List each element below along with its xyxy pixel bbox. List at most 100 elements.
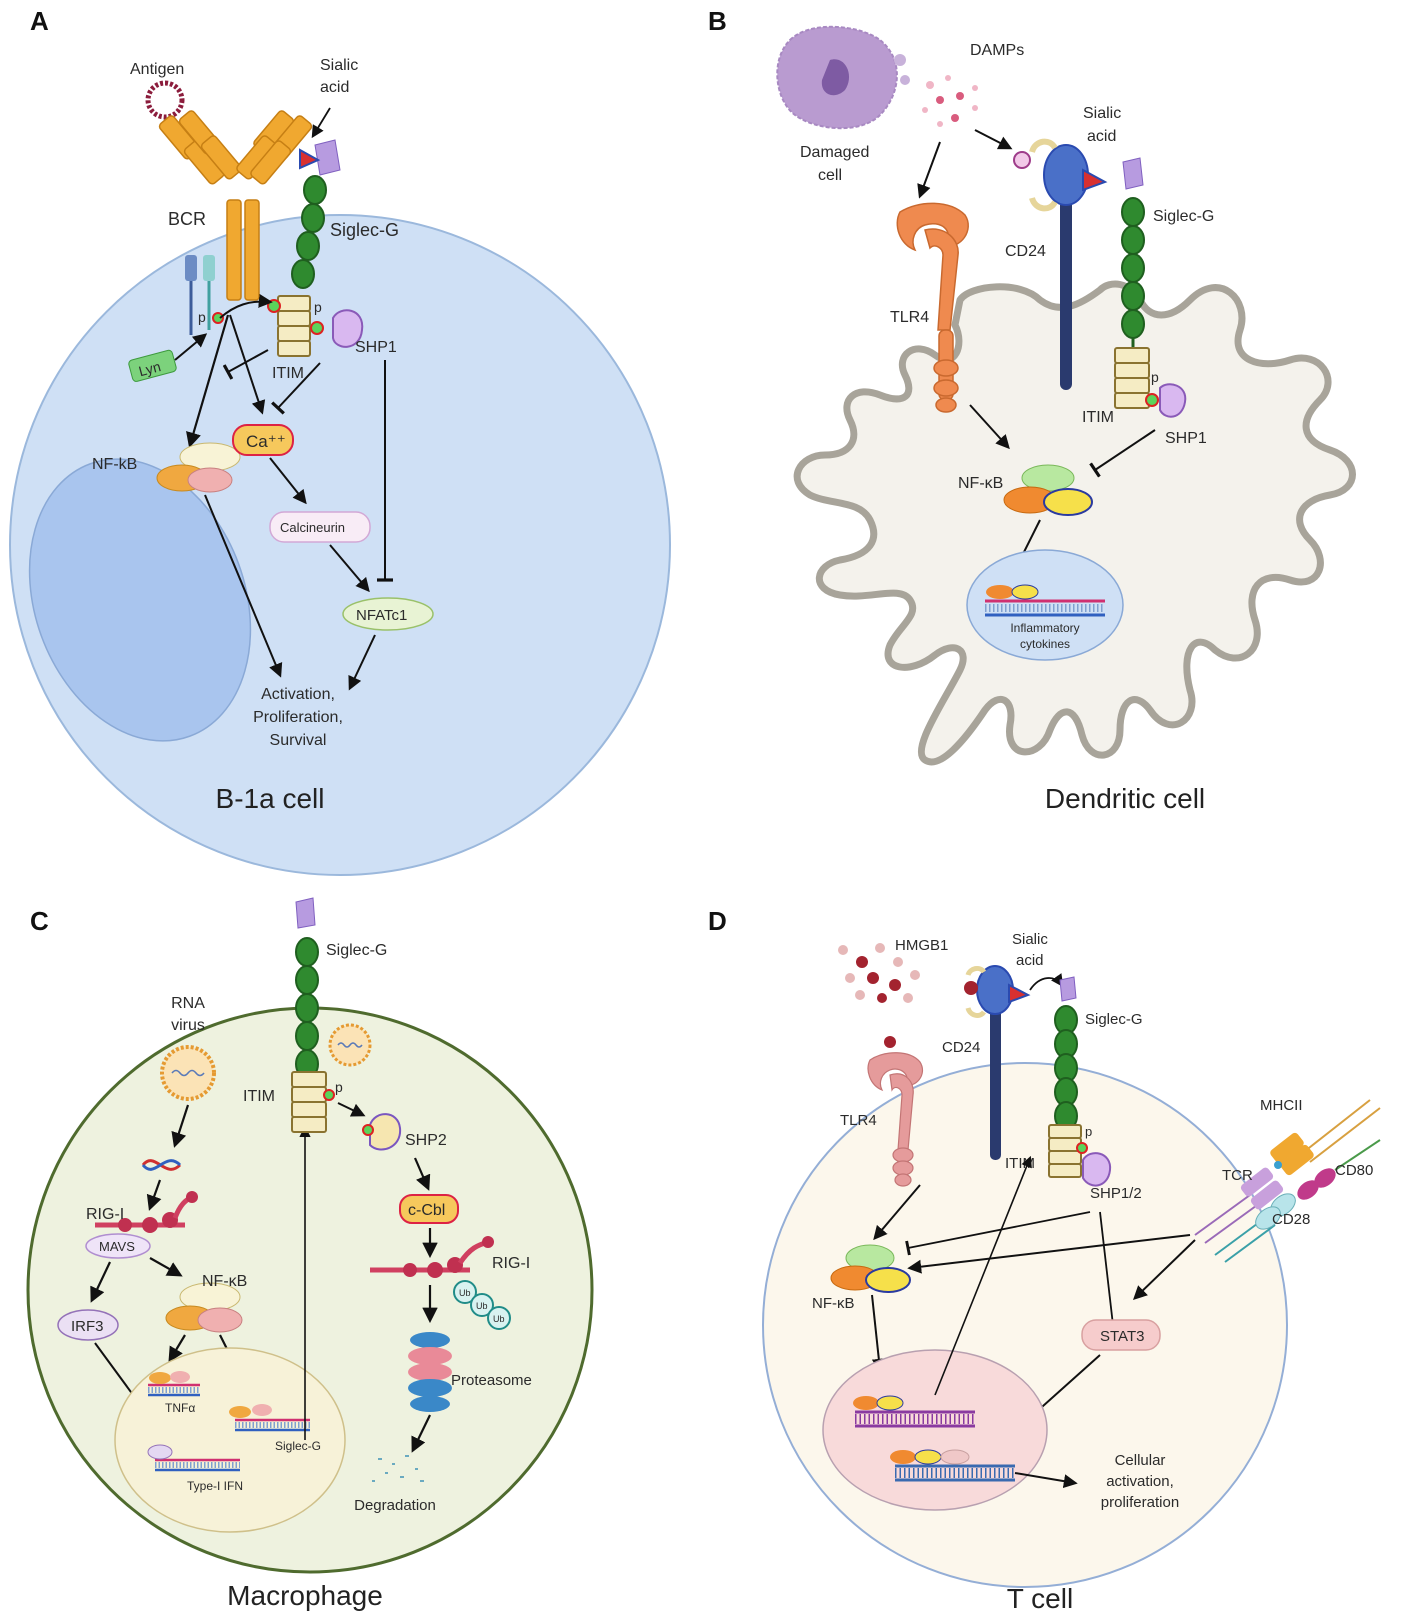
dendritic-cell-body bbox=[793, 280, 1356, 766]
arrow-p-to-itim bbox=[219, 293, 273, 319]
arrow-nfkb-to-outcome bbox=[204, 494, 283, 678]
cd80-label: CD80 bbox=[1335, 1162, 1373, 1179]
antigen-label: Antigen bbox=[130, 61, 184, 78]
shp1-phosphatase-icon-b bbox=[1159, 383, 1187, 418]
sialic-label-d2: acid bbox=[1016, 952, 1044, 969]
ca-label: Ca⁺⁺ bbox=[246, 432, 286, 451]
outcome-line-1-d: Cellular bbox=[1115, 1452, 1166, 1469]
siglec-g-receptor-icon-b bbox=[1121, 197, 1145, 348]
panel-c: C Siglec-G RNA virus bbox=[26, 897, 594, 1611]
nfkb-complex-icon-c bbox=[165, 1282, 243, 1333]
arrow-nucleus-to-itim bbox=[934, 1155, 1032, 1396]
phospho-icon bbox=[323, 1089, 335, 1101]
mavs-icon bbox=[85, 1233, 151, 1259]
calcium-icon bbox=[232, 424, 294, 456]
siglec-sialic-site-icon-b bbox=[1122, 157, 1144, 190]
caption-b1a-cell: B-1a cell bbox=[216, 783, 325, 814]
arrow-mavs-to-irf3 bbox=[90, 1261, 111, 1303]
arrow-sialic-a bbox=[311, 107, 331, 139]
phospho-icon bbox=[1145, 393, 1159, 407]
bcr-receptor-icon bbox=[158, 110, 313, 301]
nfkb-complex-icon-a bbox=[156, 442, 241, 493]
itim-motif-icon bbox=[277, 295, 311, 357]
outcome-line-2-d: activation, bbox=[1106, 1473, 1174, 1490]
stat3-label: STAT3 bbox=[1100, 1328, 1144, 1345]
phospho-icon bbox=[362, 1124, 374, 1136]
tcr-icon bbox=[1194, 1161, 1284, 1244]
arrow-to-ca bbox=[229, 314, 266, 415]
p-label-a2: p bbox=[314, 299, 322, 315]
ccbl-icon bbox=[399, 1194, 459, 1224]
mhcii-label: MHCII bbox=[1260, 1097, 1303, 1114]
siglec-g-receptor-icon-d bbox=[1054, 1005, 1078, 1131]
sialic-label-2: acid bbox=[320, 79, 349, 96]
proteasome-icon bbox=[408, 1332, 452, 1412]
inflammatory-label-1: Inflammatory bbox=[1010, 621, 1079, 635]
nfkb-label-b: NF-κB bbox=[958, 475, 1003, 492]
rna-virus-label-2: virus bbox=[171, 1017, 205, 1034]
arrow-damps-to-cd24 bbox=[974, 129, 1013, 150]
rig-i-icon-c1 bbox=[95, 1191, 198, 1233]
stat3-icon bbox=[1081, 1319, 1161, 1351]
arrow-mavs-to-nfkb-c bbox=[149, 1257, 183, 1277]
shp12-phosphatase-icon bbox=[1082, 1152, 1112, 1187]
arrow-proteasome-to-degradation bbox=[411, 1414, 431, 1453]
panel-a: A Antigen BCR bbox=[9, 6, 671, 876]
damaged-label-2: cell bbox=[818, 167, 842, 184]
viral-rna-icon bbox=[141, 1159, 182, 1171]
arrow-lyn-to-p bbox=[174, 333, 208, 361]
shp12-label: SHP1/2 bbox=[1090, 1185, 1142, 1202]
nfkb-complex-icon-d bbox=[830, 1244, 911, 1293]
ub-label-3: Ub bbox=[493, 1314, 505, 1324]
ig-alpha-beta-icon bbox=[185, 255, 215, 335]
inhibit-shp1-to-ca bbox=[271, 362, 321, 415]
nfkb-complex-icon-b bbox=[1003, 464, 1093, 516]
p-label-b: p bbox=[1151, 369, 1159, 385]
p-label-d: p bbox=[1085, 1124, 1092, 1139]
damps-particles-icon bbox=[922, 75, 978, 127]
arrow-ca-to-calcineurin bbox=[269, 457, 307, 505]
irf3-label: IRF3 bbox=[71, 1318, 104, 1335]
arrow-tlr4-to-nfkb-b bbox=[969, 404, 1010, 450]
ub-label-2: Ub bbox=[476, 1301, 488, 1311]
itim-label-c: ITIM bbox=[243, 1088, 275, 1105]
rigi-label-1: RIG-I bbox=[86, 1206, 124, 1223]
itim-label-a: ITIM bbox=[272, 365, 304, 382]
outcome-line-1-a: Activation, bbox=[261, 686, 335, 703]
cd28-label: CD28 bbox=[1272, 1211, 1310, 1228]
arrow-to-nfkb-a bbox=[186, 314, 230, 448]
cd80-icon bbox=[1297, 1139, 1381, 1200]
p-label-a1: p bbox=[198, 309, 206, 325]
arrow-rna-to-rigi bbox=[146, 1179, 162, 1211]
outcome-line-3-d: proliferation bbox=[1101, 1494, 1179, 1511]
panel-d: D HMGB1 TLR4 bbox=[708, 906, 1381, 1614]
panel-b-letter: B bbox=[708, 6, 727, 36]
mavs-label: MAVS bbox=[99, 1239, 135, 1254]
arrow-shp2-to-ccbl bbox=[413, 1157, 431, 1191]
tlr4-label-d: TLR4 bbox=[840, 1112, 877, 1129]
cd24-receptor-icon-b bbox=[1013, 138, 1108, 390]
dna-tnfa-icon bbox=[148, 1371, 200, 1397]
arrow-nfkb-to-nucleus-d bbox=[871, 1294, 886, 1373]
arrow-calcineurin-to-nfatc1 bbox=[329, 544, 370, 593]
calcineurin-label: Calcineurin bbox=[280, 520, 345, 535]
cd24-receptor-icon-d bbox=[964, 965, 1031, 1160]
itim-motif-icon-c bbox=[291, 1071, 327, 1133]
shp1-phosphatase-icon bbox=[332, 309, 364, 348]
arrow-sialic-d bbox=[1029, 973, 1064, 991]
hmgb1-particles-icon bbox=[838, 943, 920, 1003]
nfkb-label-a: NF-kB bbox=[92, 456, 137, 473]
arrow-tcr-to-nfkb bbox=[907, 1234, 1191, 1274]
dna-siglecg-icon bbox=[229, 1404, 310, 1432]
arrow-tcr-to-stat3 bbox=[1132, 1239, 1196, 1300]
inhibit-itim-to-bcr bbox=[222, 349, 269, 380]
sialic-label-b1: Sialic bbox=[1083, 105, 1121, 122]
damps-label: DAMPs bbox=[970, 42, 1024, 59]
virus-icon-c2 bbox=[328, 1023, 372, 1067]
caption-macrophage: Macrophage bbox=[227, 1580, 383, 1611]
arrow-nucleus-to-outcome bbox=[1014, 1472, 1078, 1489]
rig-i-icon-c2 bbox=[370, 1236, 494, 1278]
arrow-nfatc1-to-outcome bbox=[348, 634, 376, 691]
arrow-nfkb-to-tnfa bbox=[168, 1334, 186, 1363]
